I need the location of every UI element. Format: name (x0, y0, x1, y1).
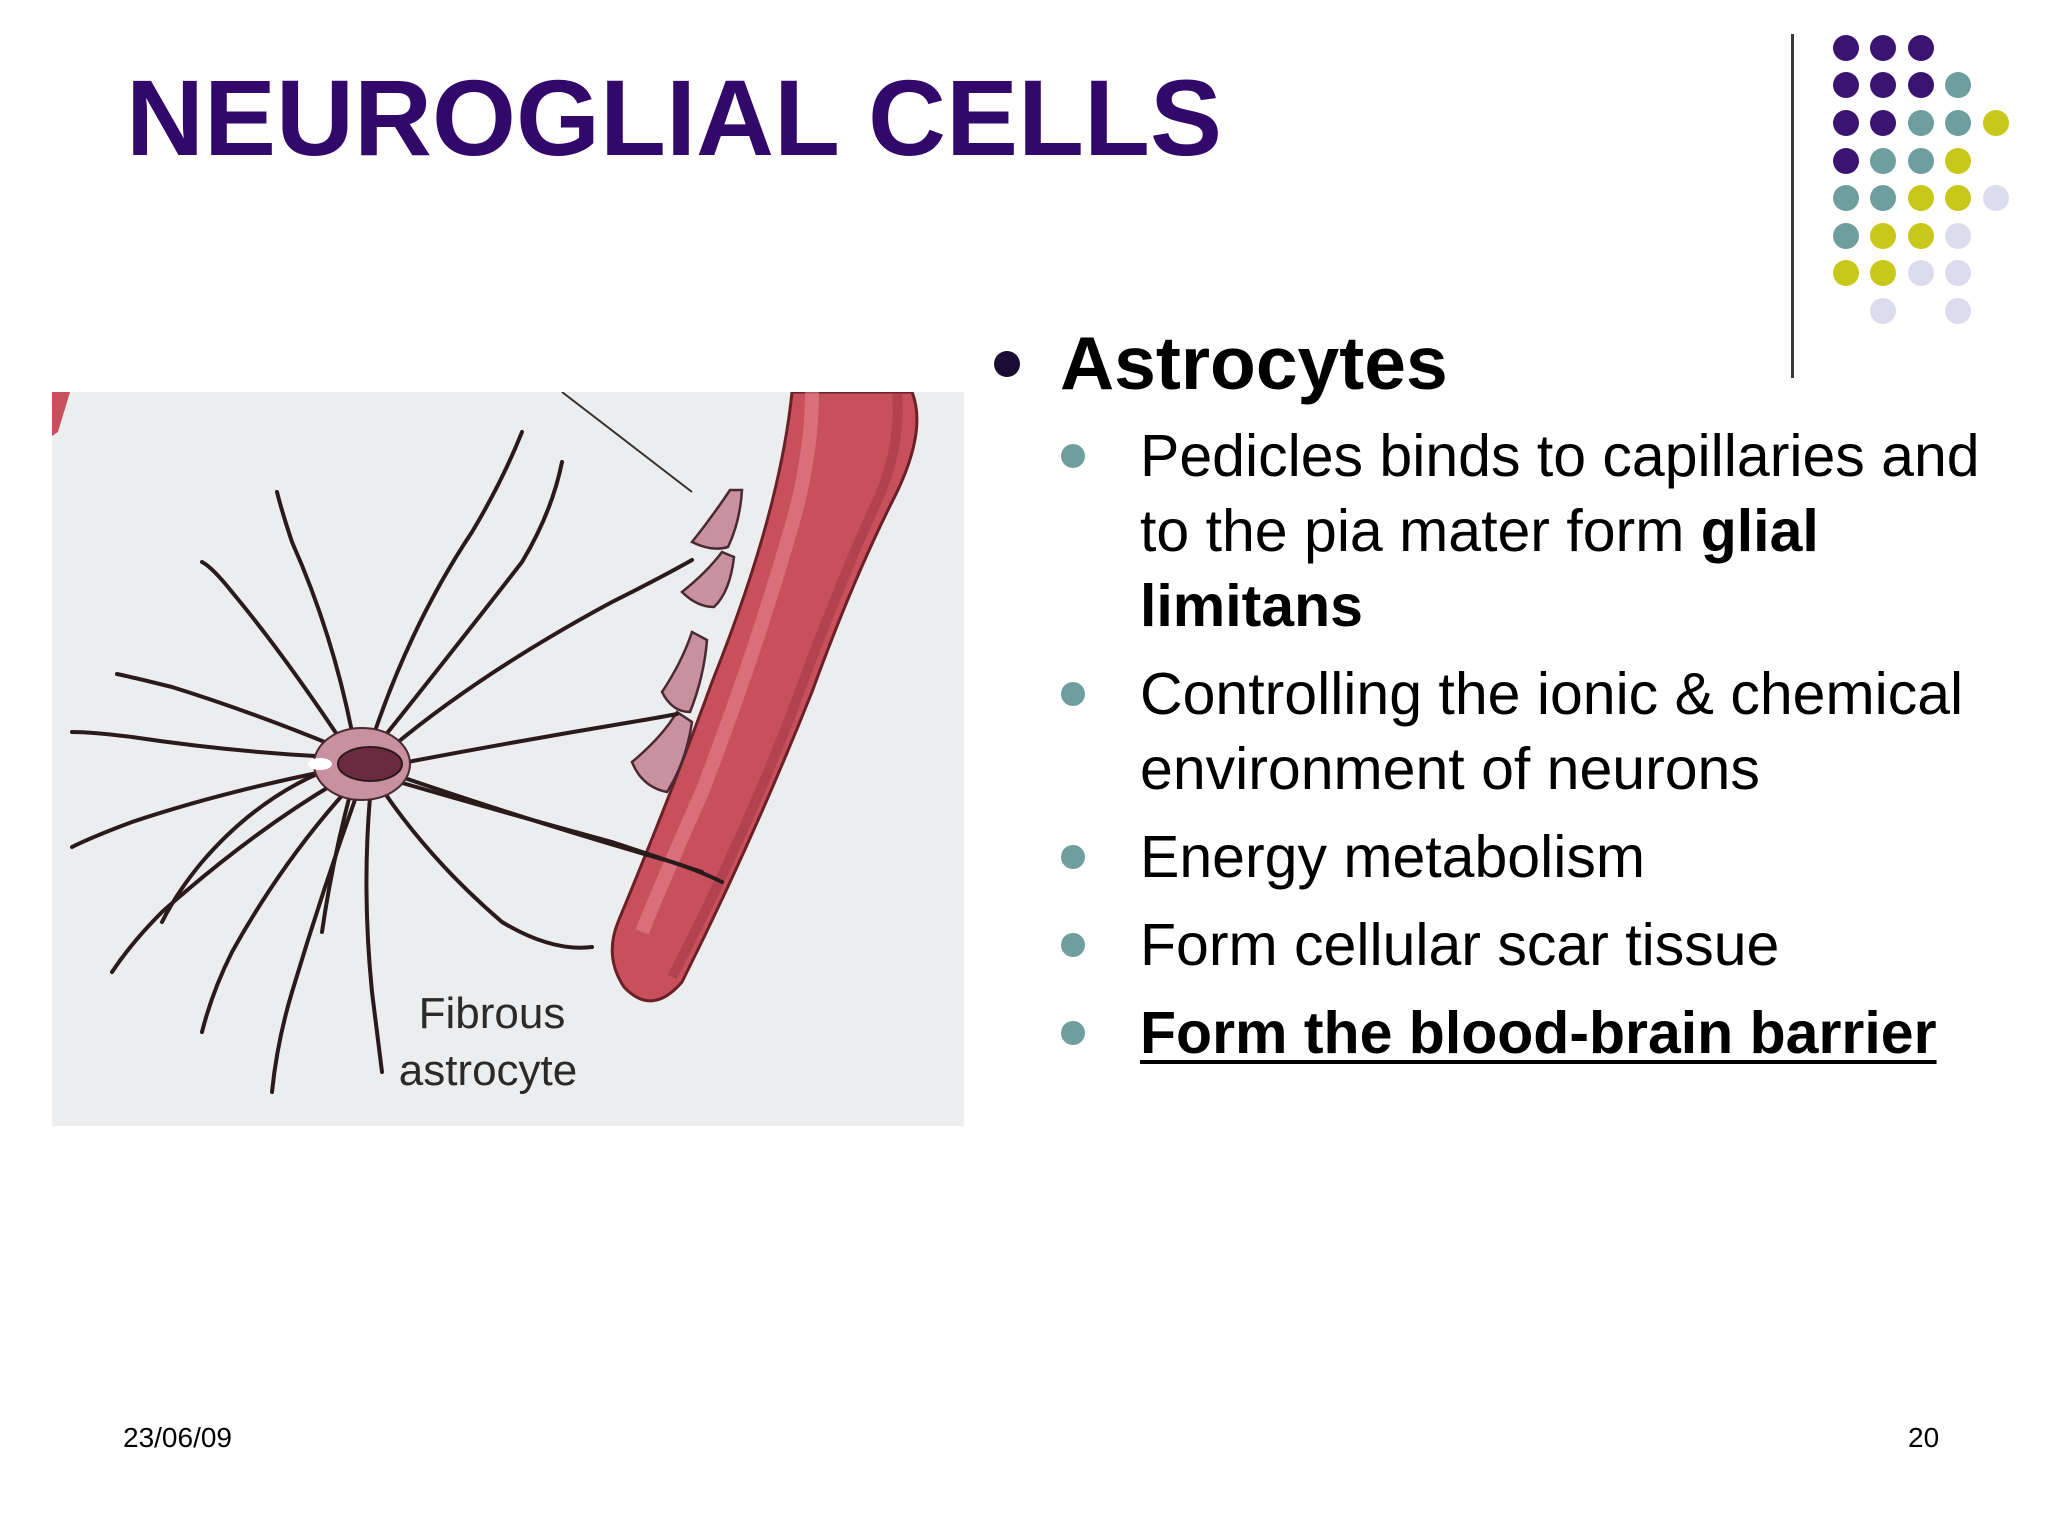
list-item: Form the blood-brain barrier (980, 996, 2030, 1071)
figure-label-line2: astrocyte (399, 1046, 578, 1095)
pedicles (630, 488, 744, 794)
bullet-text: Energy metabolism (1140, 824, 1645, 890)
list-item: Controlling the ionic & chemical environ… (980, 657, 2030, 807)
list-item: Energy metabolism (980, 820, 2030, 895)
footer-date: 23/06/09 (123, 1422, 232, 1453)
bullet-bold-underlined-text: Form the blood-brain barrier (1140, 1000, 1937, 1066)
bullet-list: Astrocytes Pedicles binds to capillaries… (980, 320, 2030, 1071)
bullet-text: Controlling the ionic & chemical environ… (1140, 661, 1964, 802)
bullet-dot-icon (1061, 933, 1085, 957)
bullet-dot-icon (1061, 1021, 1085, 1045)
decorative-divider-line (1791, 34, 1794, 378)
slide-title: NEUROGLIAL CELLS (126, 57, 1223, 178)
bullet-dot-icon (1061, 444, 1085, 468)
astrocyte-processes (70, 430, 724, 1094)
bullet-dot-icon (994, 351, 1020, 377)
fibrous-astrocyte-illustration: Fibrous astrocyte (52, 392, 964, 1126)
bullet-dot-icon (1061, 845, 1085, 869)
astrocyte-cell-body (308, 727, 411, 801)
bullet-text: Pedicles binds to capillaries and to the… (1140, 423, 1980, 564)
pointer-line (561, 392, 693, 493)
figure-label-line1: Fibrous (419, 989, 566, 1038)
vessel-fragment (52, 392, 70, 436)
bullet-dot-icon (1061, 682, 1085, 706)
list-item: Pedicles binds to capillaries and to the… (980, 419, 2030, 644)
list-item: Form cellular scar tissue (980, 908, 2030, 983)
dot-grid-group (1833, 35, 2009, 324)
blood-vessel-shape (610, 392, 919, 1003)
bullet-text: Form cellular scar tissue (1140, 912, 1780, 978)
bullet-bold-text: glial limitans (1140, 498, 1819, 639)
footer-page-number: 20 (1908, 1422, 1940, 1453)
heading-text: Astrocytes (1060, 321, 1448, 405)
bullet-heading: Astrocytes (980, 320, 2030, 406)
